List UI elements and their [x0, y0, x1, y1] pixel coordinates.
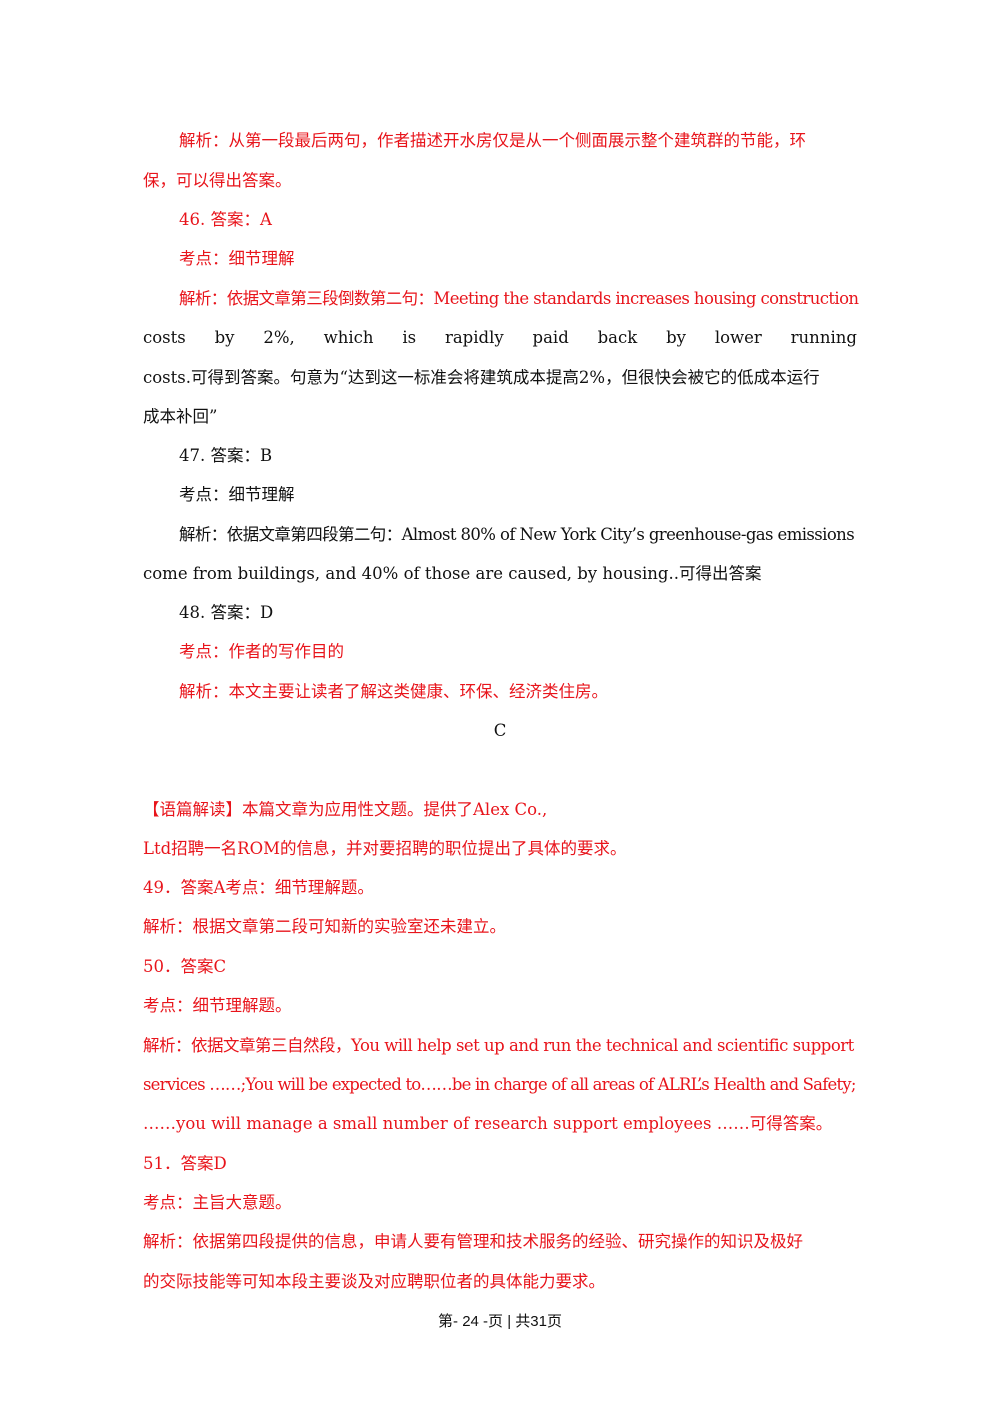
answer-48: 48. 答案：D [179, 603, 274, 622]
test-point-50: 考点：细节理解题。 [143, 996, 292, 1015]
analysis-50-line-1: 解析：依据文章第三自然段，You will help set up and ru… [143, 1036, 854, 1055]
analysis-46-line-4: 成本补回” [143, 407, 218, 426]
analysis-46-line-3: costs.可得到答案。句意为“达到这一标准会将建筑成本提高2%，但很快会被它的… [143, 368, 820, 387]
justified-word: back [597, 328, 638, 347]
answer-50: 50．答案C [143, 957, 227, 976]
passage-reading-line-1: 【语篇解读】本篇文章为应用性文题。提供了Alex Co., [143, 800, 548, 819]
test-point-47: 考点：细节理解 [179, 485, 295, 504]
analysis-47-line-1: 解析：依据文章第四段第二句：Almost 80% of New York Cit… [179, 525, 855, 544]
analysis-46-line-1: 解析：依据文章第三段倒数第二句：Meeting the standards in… [179, 289, 859, 309]
answer-49: 49．答案A考点：细节理解题。 [143, 878, 374, 897]
justified-word: rapidly [444, 328, 504, 347]
answer-47: 47. 答案：B [179, 446, 273, 465]
analysis-50-line-3: ……you will manage a small number of rese… [143, 1114, 833, 1133]
analysis-48: 解析：本文主要让读者了解这类健康、环保、经济类住房。 [179, 682, 608, 701]
justified-word: running [790, 328, 857, 347]
analysis-51-line-1: 解析：依据第四段提供的信息，申请人要有管理和技术服务的经验、研究操作的知识及极好 [143, 1232, 803, 1251]
justified-word: which [323, 328, 374, 347]
justified-word: by [214, 328, 235, 347]
analysis-51-line-2: 的交际技能等可知本段主要谈及对应聘职位者的具体能力要求。 [143, 1272, 605, 1291]
justified-word: costs [143, 328, 186, 347]
analysis-49: 解析：根据文章第二段可知新的实验室还未建立。 [143, 917, 506, 936]
justified-word: is [402, 328, 417, 347]
justified-word: paid [532, 328, 569, 347]
answer-46: 46. 答案：A [179, 210, 272, 229]
analysis-46-line-1-text: 解析：依据文章第三段倒数第二句：Meeting the standards in… [179, 289, 859, 308]
justified-word: by [666, 328, 686, 347]
analysis-45-line-2: 保，可以得出答案。 [143, 171, 292, 190]
passage-reading-line-2: Ltd招聘一名ROM的信息，并对要招聘的职位提出了具体的要求。 [143, 839, 627, 858]
test-point-48: 考点：作者的写作目的 [179, 642, 344, 661]
test-point-46: 考点：细节理解 [179, 249, 295, 268]
page-footer: 第- 24 -页 | 共31页 [438, 1313, 562, 1330]
justified-word: lower [714, 328, 762, 347]
test-point-51: 考点：主旨大意题。 [143, 1193, 292, 1212]
analysis-45-line-1: 解析：从第一段最后两句，作者描述开水房仅是从一个侧面展示整个建筑群的节能，环 [179, 131, 806, 150]
analysis-46-line-2: costs by 2%, which is rapidly paid back by lower r… [143, 328, 857, 348]
analysis-47-line-2: come from buildings, and 40% of those ar… [143, 564, 762, 583]
answer-51: 51．答案D [143, 1154, 227, 1173]
section-heading-c: C [493, 721, 507, 740]
analysis-50-line-2: services ……;You will be expected to……be … [143, 1075, 856, 1094]
justified-word: 2%, [263, 328, 295, 347]
